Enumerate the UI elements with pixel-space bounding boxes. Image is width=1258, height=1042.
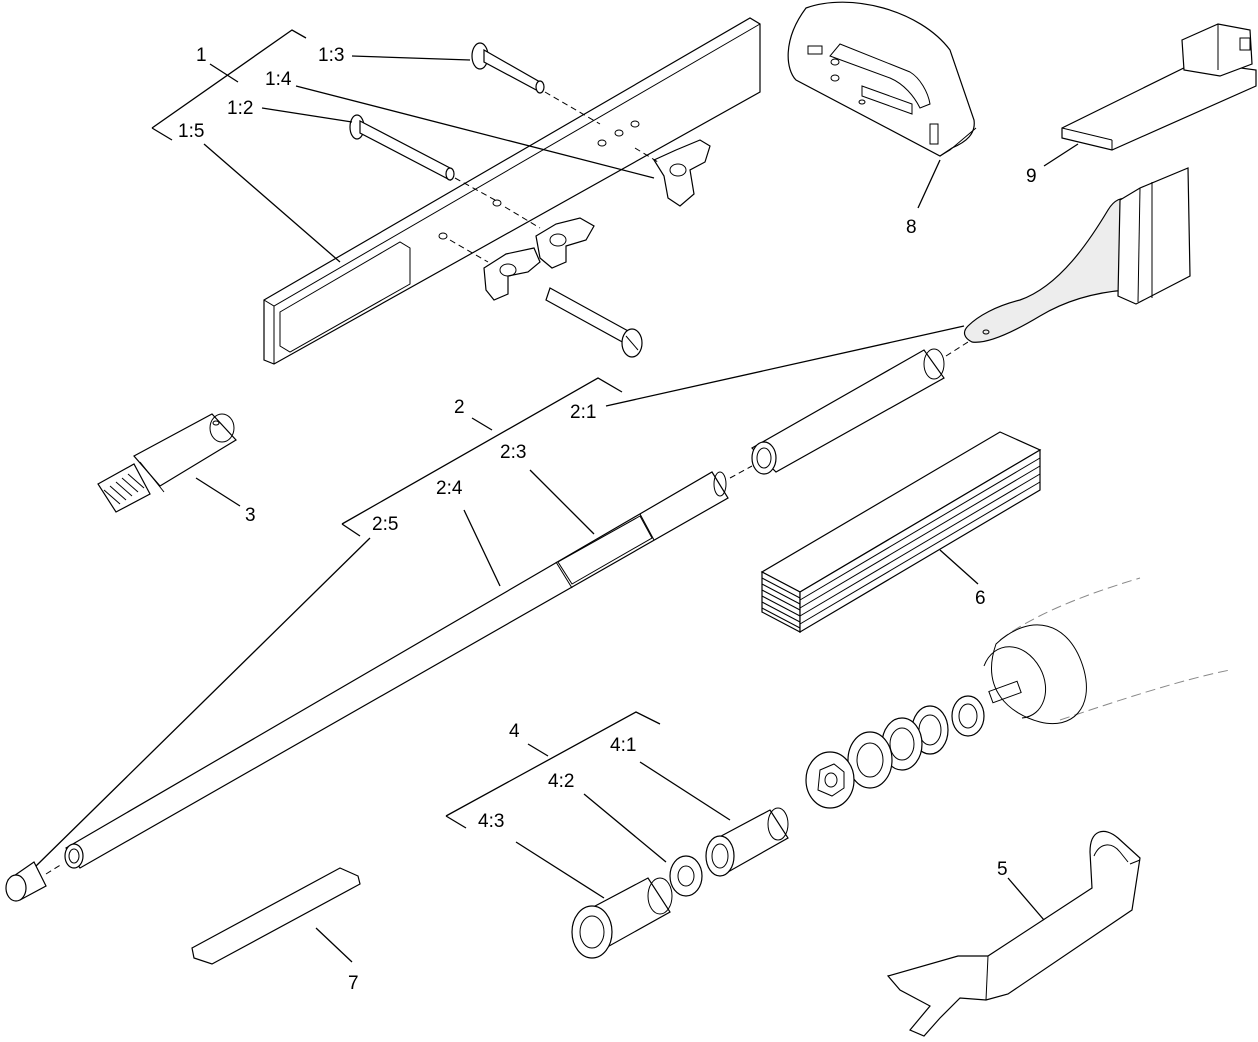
leader-3 [195, 477, 241, 507]
leader-6 [939, 549, 979, 585]
callout-1-2: 1:2 [227, 98, 253, 119]
callout-4: 4 [509, 721, 520, 742]
callout-1-4: 1:4 [265, 69, 292, 90]
callout-1: 1 [196, 45, 207, 66]
bushing-4-3 [571, 877, 673, 959]
wrench-5 [886, 830, 1141, 1037]
leader-8 [917, 159, 941, 209]
callout-4-2: 4:2 [548, 771, 574, 792]
pin-1-3 [471, 42, 601, 125]
callout-2-5: 2:5 [372, 514, 398, 535]
housing-8 [787, 1, 977, 157]
callout-9: 9 [1026, 166, 1037, 187]
tube-2-1 [751, 341, 969, 475]
callout-5: 5 [997, 859, 1008, 880]
callout-6: 6 [975, 588, 986, 609]
washer-4-2 [669, 855, 703, 897]
scraper-9 [1061, 23, 1257, 151]
bushing-4-1 [705, 807, 789, 877]
bracket-4 [445, 711, 731, 899]
callout-3: 3 [245, 505, 256, 526]
leader-7 [315, 927, 353, 963]
spline-adapter-3 [97, 413, 237, 513]
end-cap-2-5 [5, 861, 63, 902]
motor-housing [983, 577, 1231, 724]
assembly-1-bar [263, 17, 761, 365]
callout-1-5: 1:5 [178, 121, 204, 142]
bracket-2 [35, 325, 965, 867]
callout-8: 8 [906, 217, 917, 238]
leader-9 [1043, 143, 1079, 167]
callout-4-3: 4:3 [478, 811, 504, 832]
callout-2-1: 2:1 [570, 402, 596, 423]
bracket-1 [151, 29, 655, 263]
wing-nut-low [449, 239, 541, 301]
sandpaper-6 [760, 431, 1042, 634]
washer-stack [805, 695, 985, 809]
pin-1-2 [349, 114, 496, 201]
callout-2-4: 2:4 [436, 478, 463, 499]
wing-nut-1-4 [634, 139, 711, 207]
leader-5 [1007, 877, 1045, 921]
callout-4-1: 4:1 [610, 735, 636, 756]
callout-2: 2 [454, 397, 465, 418]
decal-7 [191, 867, 361, 965]
callout-labels: 1 1:3 1:4 1:2 1:5 2 2:1 2:3 2:4 2:5 3 4 … [178, 45, 1037, 994]
shaft-2-4 [64, 465, 753, 869]
callout-1-3: 1:3 [318, 45, 344, 66]
callout-7: 7 [348, 973, 359, 994]
callout-2-3: 2:3 [500, 442, 526, 463]
brush [963, 167, 1191, 343]
wing-nut-mid [504, 206, 595, 269]
pin-lower [545, 287, 643, 358]
